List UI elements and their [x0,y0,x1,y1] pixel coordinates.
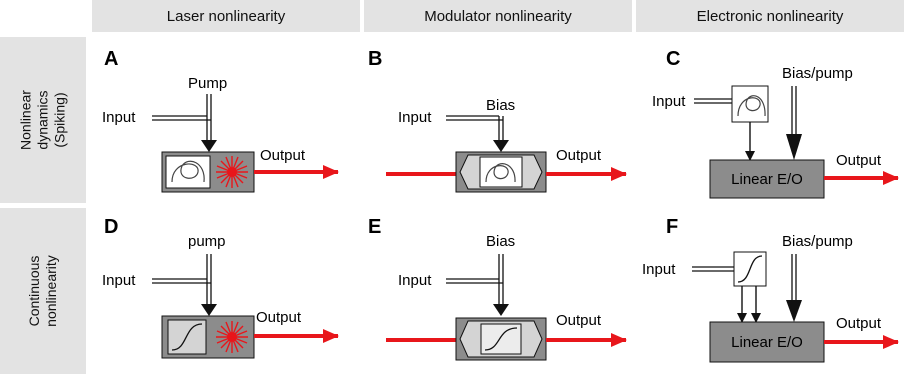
laser-inner [167,319,207,355]
starburst-icon [216,156,248,188]
row-header-continuous: Continuous nonlinearity [0,208,86,374]
modulator-core [479,156,523,188]
coil-icon [171,160,205,183]
pump-label: Pump [188,75,227,92]
input-label: Input [398,272,432,289]
row-header-spiking: Nonlinear dynamics (Spiking) [0,37,86,203]
modulator-core [480,323,522,355]
coil-icon [737,95,766,117]
input-label: Input [102,109,136,126]
output-label: Output [836,315,882,332]
box-label: Linear E/O [731,171,803,188]
sigmoid-icon [484,327,518,351]
panel-c-diagram: C Bias/pump Input Linear E/O Output [652,48,899,199]
panel-letter: D [104,216,118,238]
panel-e: E Bias Input Output [364,206,632,376]
linear-eo-box [709,159,825,199]
column-header-electronic: Electronic nonlinearity [636,0,904,32]
bias-arrowhead [786,300,802,322]
bias-arrowhead [786,134,802,160]
column-header-laser: Laser nonlinearity [92,0,360,32]
panel-letter: A [104,48,118,70]
panel-letter: F [666,216,678,238]
panel-a: A Pump Input Output [92,36,360,204]
column-header-modulator: Modulator nonlinearity [364,0,632,32]
bias-label: Bias/pump [782,233,853,250]
row-header-line: Continuous [26,255,42,327]
panel-f-diagram: F Bias/pump Input Linear E/O Output [642,216,899,363]
sigmoid-icon [737,255,763,283]
bias-label: Bias/pump [782,65,853,82]
panel-c: C Bias/pump Input Linear E/O Output [636,36,904,204]
panel-e-diagram: E Bias Input Output [368,216,627,361]
output-label: Output [836,152,882,169]
down-arrowhead [201,140,217,152]
panel-letter: C [666,48,680,70]
panel-b-diagram: B Bias Input Output [368,48,627,193]
panel-d: D pump Input Output [92,206,360,376]
panel-b: B Bias Input Output [364,36,632,204]
row-header-line: dynamics [34,90,51,150]
row-header-line: Nonlinear [17,90,34,150]
input-label: Input [102,272,136,289]
input-label: Input [398,109,432,126]
output-label: Output [556,147,602,164]
output-label: Output [260,147,306,164]
nonlinear-element [731,85,769,123]
coil-icon [485,163,516,183]
panel-letter: E [368,216,381,238]
bias-label: Bias [486,97,515,114]
down-arrowhead [493,140,509,152]
input-label: Input [652,93,686,110]
panel-d-diagram: D pump Input Output [102,216,339,359]
row-header-line: nonlinearity [43,255,59,327]
down-arrowhead [493,304,509,316]
box-label: Linear E/O [731,334,803,351]
linear-eo-box [709,321,825,363]
output-label: Output [256,309,302,326]
row-header-line: (Spiking) [51,92,68,148]
panel-f: F Bias/pump Input Linear E/O Output [636,206,904,376]
pump-label: pump [188,233,226,250]
starburst-icon [216,321,248,353]
output-label: Output [556,312,602,329]
bias-label: Bias [486,233,515,250]
panel-a-diagram: A Pump Input Output [102,48,339,193]
sigmoid-icon [171,323,203,351]
panel-letter: B [368,48,382,70]
down-arrowhead [201,304,217,316]
input-label: Input [642,261,676,278]
